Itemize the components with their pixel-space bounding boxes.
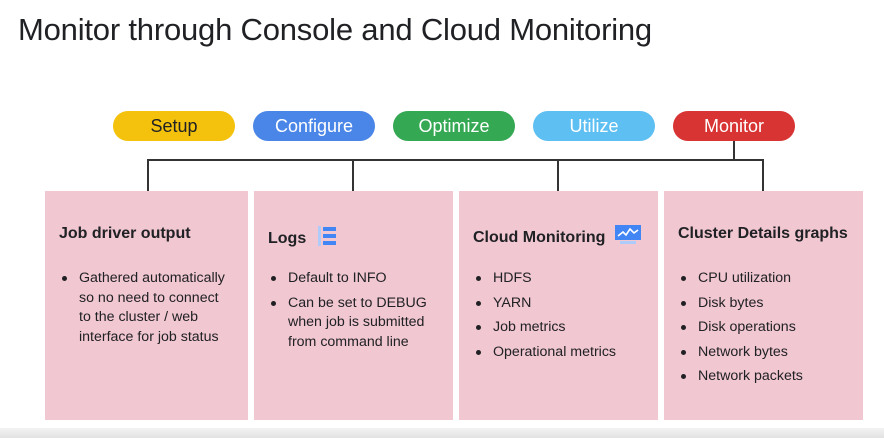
- card-heading: Logs: [268, 229, 307, 247]
- bullet-list: HDFS YARN Job metrics Operational metric…: [473, 269, 616, 367]
- bullet-item: Default to INFO: [268, 269, 427, 289]
- step-setup-label: Setup: [150, 115, 198, 136]
- connector-drop-3: [557, 159, 559, 191]
- step-monitor-label: Monitor: [703, 115, 765, 136]
- card-cluster-details-graphs: Cluster Details graphs CPU utilization D…: [664, 191, 863, 420]
- connector-drop-1: [147, 159, 149, 191]
- bottom-strip: [0, 428, 884, 438]
- card-heading: Cluster Details graphs: [678, 225, 848, 242]
- step-optimize-pill: Optimize: [393, 111, 515, 141]
- card-cloud-monitoring: Cloud Monitoring HDFS YARN Job metrics O…: [459, 191, 658, 420]
- bullet-item: Job metrics: [473, 318, 616, 338]
- bullet-item: Operational metrics: [473, 343, 616, 363]
- bullet-list: Default to INFO Can be set to DEBUG when…: [268, 269, 427, 357]
- bullet-item: Disk bytes: [678, 294, 803, 314]
- bullet-item: HDFS: [473, 269, 616, 289]
- connector-drop-2: [352, 159, 354, 191]
- card-heading: Job driver output: [59, 225, 191, 242]
- card-heading: Cloud Monitoring: [473, 228, 606, 246]
- bullet-item: Network bytes: [678, 343, 803, 363]
- bullet-item: Gathered automatically so no need to con…: [59, 269, 225, 347]
- connector-stem: [733, 141, 735, 161]
- step-setup-pill: Setup: [113, 111, 235, 141]
- step-utilize-pill: Utilize: [533, 111, 655, 141]
- step-monitor-pill: Monitor: [673, 111, 795, 141]
- bullet-item: Network packets: [678, 367, 803, 387]
- bullet-item: Disk operations: [678, 318, 803, 338]
- connector-drop-4: [762, 159, 764, 191]
- logs-list-icon: [316, 225, 338, 252]
- card-logs: Logs Default to INFO Can be set to DEBUG…: [254, 191, 453, 420]
- connector-horizontal: [147, 159, 764, 161]
- monitoring-chart-icon: [615, 225, 642, 250]
- card-job-driver-output: Job driver output Gathered automatically…: [45, 191, 248, 420]
- step-optimize-label: Optimize: [418, 115, 490, 136]
- step-configure-label: Configure: [274, 115, 354, 136]
- step-utilize-label: Utilize: [569, 115, 619, 136]
- bullet-list: Gathered automatically so no need to con…: [59, 269, 225, 352]
- step-configure-pill: Configure: [253, 111, 375, 141]
- slide-title: Monitor through Console and Cloud Monito…: [18, 12, 652, 47]
- bullet-item: YARN: [473, 294, 616, 314]
- bullet-list: CPU utilization Disk bytes Disk operatio…: [678, 269, 803, 392]
- bullet-item: Can be set to DEBUG when job is submitte…: [268, 294, 427, 353]
- bullet-item: CPU utilization: [678, 269, 803, 289]
